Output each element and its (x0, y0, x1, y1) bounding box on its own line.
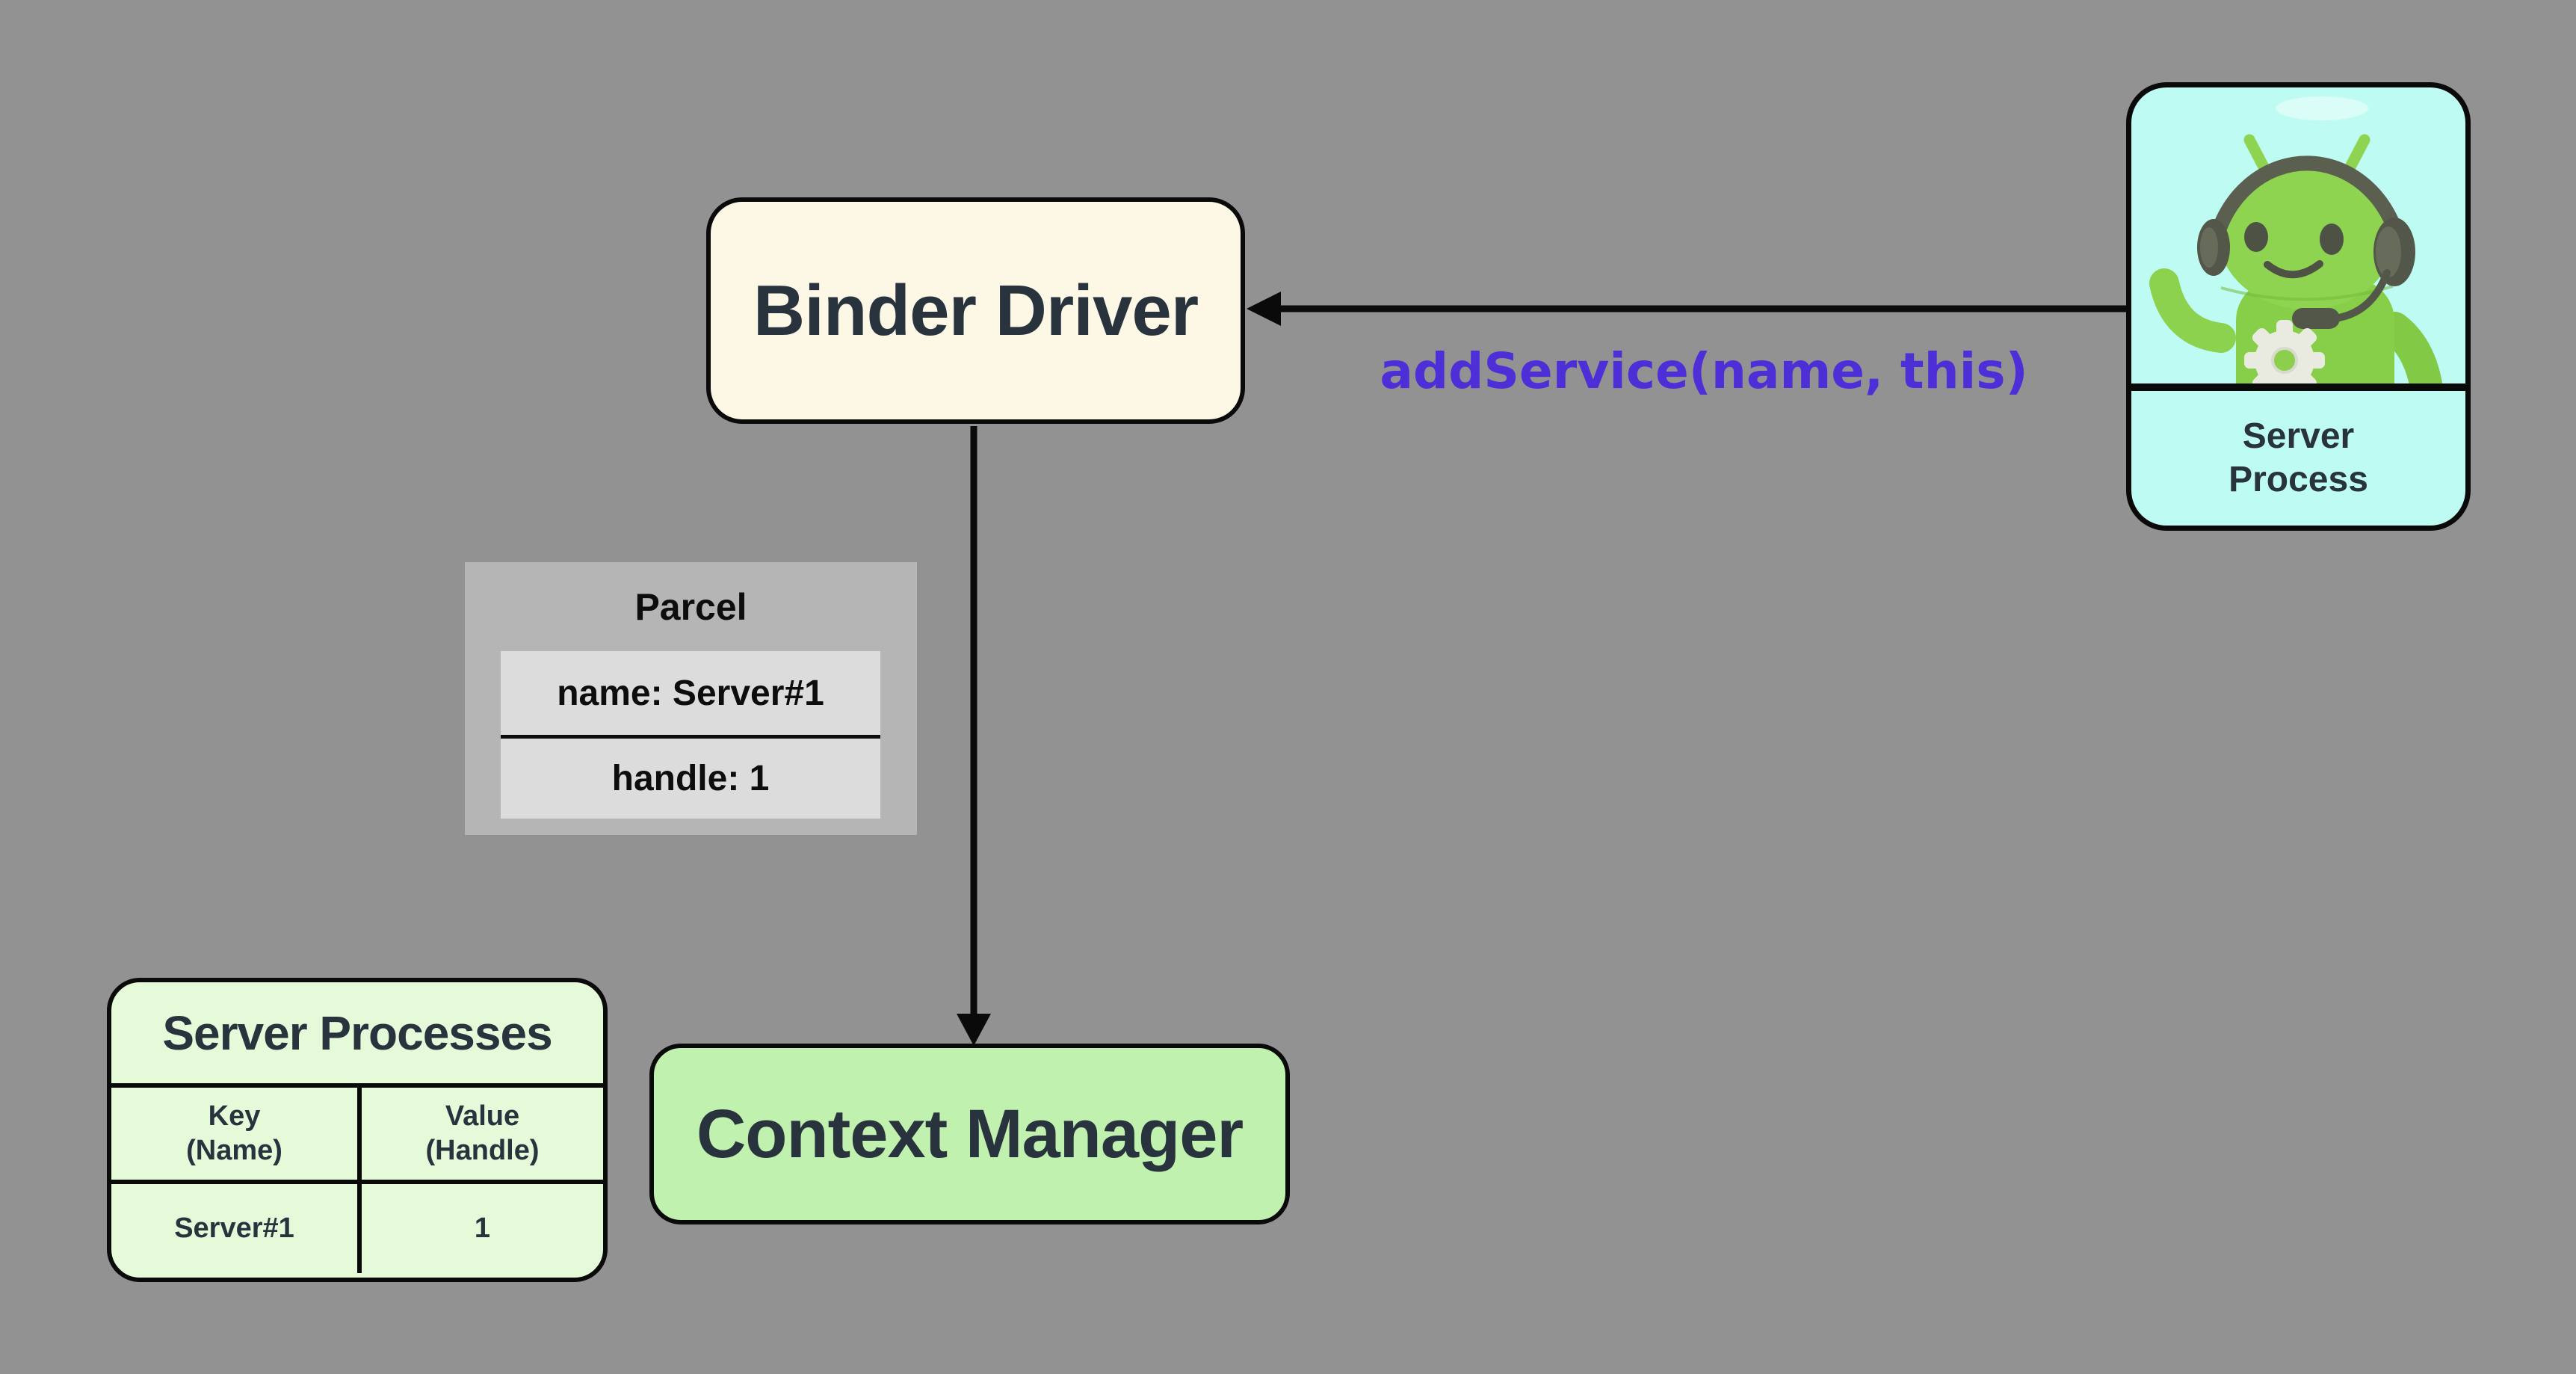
table-header-row: Key (Name) Value (Handle) (111, 1088, 603, 1184)
server-process-divider (2131, 383, 2465, 391)
parcel-box: Parcel name: Server#1 handle: 1 (465, 562, 917, 835)
server-process-label-line1: Server (2242, 416, 2355, 457)
table-header-value-line1: Value (445, 1100, 520, 1132)
table-header-value: Value (Handle) (357, 1088, 603, 1180)
addservice-edge-label: addService(name, this) (1380, 342, 2028, 400)
server-processes-table: Server Processes Key (Name) Value (Handl… (107, 978, 608, 1282)
parcel-title: Parcel (634, 585, 747, 628)
parcel-fields: name: Server#1 handle: 1 (501, 651, 880, 819)
table-cell-key: Server#1 (174, 1212, 294, 1244)
table-header-key: Key (Name) (111, 1088, 357, 1180)
table-header-value-line2: (Handle) (425, 1134, 540, 1166)
gear-icon (2244, 320, 2325, 383)
table-header-key-line1: Key (208, 1100, 261, 1132)
parcel-field-handle: handle: 1 (501, 735, 880, 819)
table-cell-value: 1 (357, 1184, 603, 1273)
server-processes-table-title: Server Processes (111, 982, 603, 1088)
node-context-manager: Context Manager (649, 1044, 1290, 1224)
server-process-label-line2: Process (2228, 460, 2368, 499)
context-manager-label: Context Manager (696, 1095, 1244, 1172)
table-row: Server#1 1 (111, 1184, 603, 1273)
node-binder-driver: Binder Driver (706, 197, 1245, 424)
server-process-label: Server Process (2131, 391, 2465, 526)
node-server-process: Server Process (2126, 82, 2471, 531)
binder-driver-label: Binder Driver (753, 270, 1199, 351)
android-support-mascot-icon (2131, 87, 2465, 383)
table-header-key-line2: (Name) (186, 1134, 282, 1166)
edge-binder-to-context-arrow (957, 426, 991, 1046)
parcel-field-name: name: Server#1 (557, 673, 824, 713)
edge-addservice-arrow (1247, 292, 2126, 326)
